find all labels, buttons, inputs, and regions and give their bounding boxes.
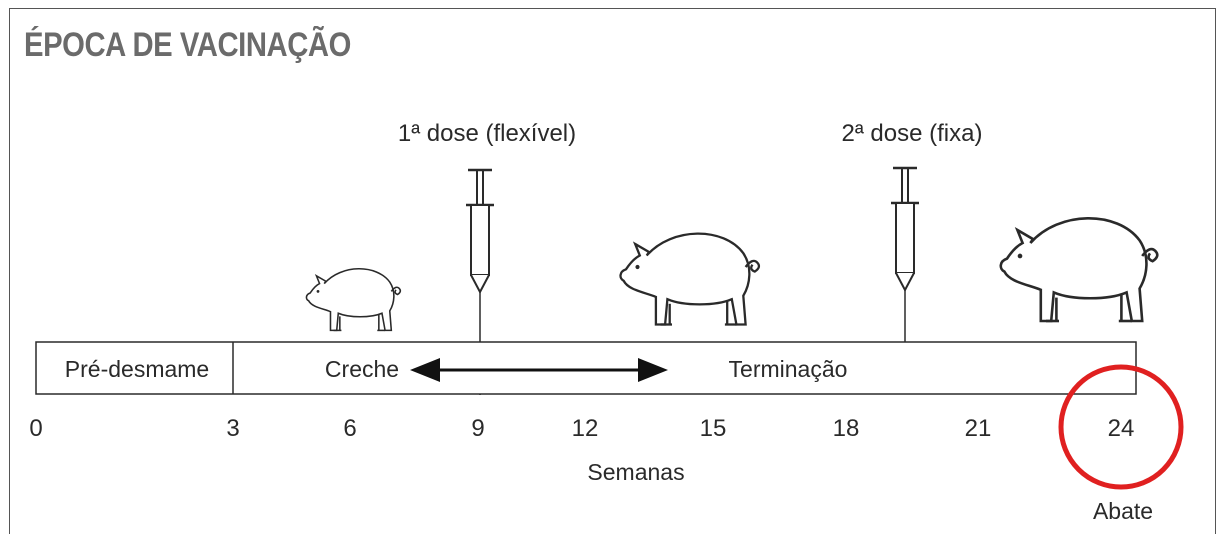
tick-label: 0 bbox=[29, 415, 42, 442]
phase-creche: Creche bbox=[325, 356, 399, 382]
abate-label: Abate bbox=[1093, 498, 1153, 524]
week-ticks: 0 3 6 9 12 15 18 21 24 bbox=[29, 415, 1134, 442]
tick-label: 6 bbox=[343, 415, 356, 442]
pig-icon bbox=[306, 269, 400, 331]
tick-label: 12 bbox=[572, 415, 599, 442]
syringe-icon bbox=[466, 170, 494, 292]
pig-icon bbox=[1001, 218, 1158, 321]
syringe-icon bbox=[891, 168, 919, 290]
dose-1-label: 1ª dose (flexível) bbox=[398, 120, 576, 147]
tick-label: 24 bbox=[1108, 415, 1135, 442]
phase-pre-desmame: Pré-desmame bbox=[65, 356, 209, 382]
tick-label: 3 bbox=[226, 415, 239, 442]
tick-label: 21 bbox=[965, 415, 992, 442]
tick-label: 18 bbox=[833, 415, 860, 442]
tick-label: 9 bbox=[471, 415, 484, 442]
phase-terminacao: Terminação bbox=[729, 356, 848, 382]
axis-label-semanas: Semanas bbox=[587, 459, 684, 485]
tick-label: 15 bbox=[700, 415, 727, 442]
pig-icon bbox=[620, 234, 758, 325]
dose-2-label: 2ª dose (fixa) bbox=[842, 120, 983, 147]
